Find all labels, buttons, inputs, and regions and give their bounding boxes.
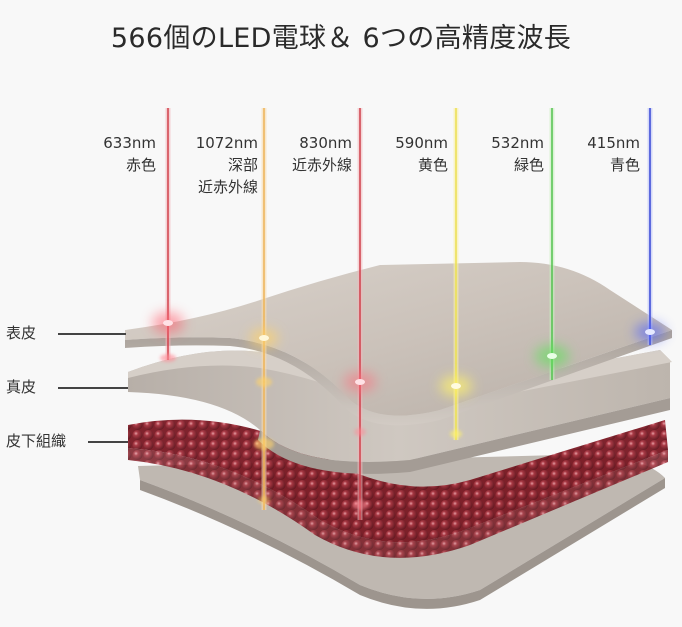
wavelength-value: 532nm: [491, 134, 544, 152]
wavelength-color-name-2: 近赤外線: [197, 178, 258, 196]
wavelength-label-532nm: 532nm 緑色: [466, 132, 544, 176]
wavelength-label-590nm: 590nm 黄色: [370, 132, 448, 176]
wavelength-value: 830nm: [299, 134, 352, 152]
wavelength-color-name: 深部: [227, 156, 258, 174]
wavelength-color-name: 緑色: [513, 156, 544, 174]
wavelength-value: 415nm: [587, 134, 640, 152]
layer-label-subcutaneous: 皮下組織: [6, 432, 67, 450]
layer-label-epidermis: 表皮: [6, 324, 37, 342]
light-beams: [152, 108, 665, 520]
beam-830nm: [344, 108, 376, 520]
wavelength-value: 590nm: [395, 134, 448, 152]
wavelength-color-name: 赤色: [125, 156, 156, 174]
wavelength-value: 633nm: [103, 134, 156, 152]
beam-590nm: [440, 108, 472, 440]
wavelength-label-830nm: 830nm 近赤外線: [266, 132, 352, 176]
wavelength-label-415nm: 415nm 青色: [562, 132, 640, 176]
leader-line-subcutaneous: [88, 441, 128, 443]
beam-633nm: [152, 108, 184, 362]
wavelength-color-name: 青色: [609, 156, 640, 174]
beam-415nm: [635, 108, 665, 345]
beam-532nm: [535, 108, 569, 380]
page-title: 566個のLED電球＆ 6つの高精度波長: [110, 23, 572, 54]
wavelength-label-1072nm: 1072nm 深部 近赤外線: [170, 132, 258, 198]
wavelength-color-name: 近赤外線: [291, 156, 352, 174]
wavelength-color-name: 黄色: [417, 156, 448, 174]
layer-label-dermis: 真皮: [6, 378, 37, 396]
beam-1072nm: [250, 108, 278, 510]
wavelength-label-633nm: 633nm 赤色: [80, 132, 156, 176]
wavelength-value: 1072nm: [195, 134, 258, 152]
leader-line-epidermis: [58, 333, 126, 335]
leader-line-dermis: [58, 387, 128, 389]
